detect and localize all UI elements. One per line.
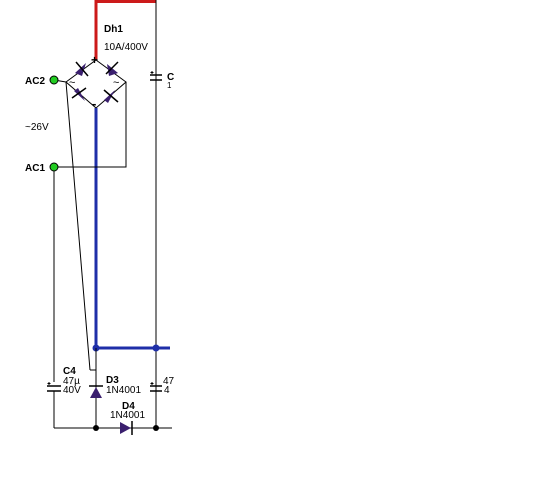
junction-dot bbox=[93, 425, 99, 431]
capacitor-top-right bbox=[150, 71, 162, 81]
diode-d3 bbox=[89, 385, 103, 398]
ac2-diagonal-wire bbox=[65, 81, 91, 371]
c4-name: C4 bbox=[63, 366, 76, 377]
d3-name: D3 bbox=[106, 375, 119, 386]
d3-part: 1N4001 bbox=[106, 385, 141, 396]
positive-rail-wire bbox=[94, 0, 156, 60]
d4-part: 1N4001 bbox=[110, 410, 145, 421]
bridge-ac-left-label: ~ bbox=[69, 77, 75, 89]
c4-value: 47µ bbox=[63, 376, 80, 387]
ac1-label: AC1 bbox=[25, 163, 45, 174]
bridge-diode-top-left bbox=[75, 61, 89, 77]
ac2-label: AC2 bbox=[25, 76, 45, 87]
bridge-plus-label: + bbox=[91, 53, 98, 67]
capacitor-bottom-voltage: 4 bbox=[164, 385, 170, 396]
capacitor-bottom-value: 47 bbox=[163, 376, 175, 387]
bridge-minus-label: - bbox=[92, 96, 96, 111]
bridge-rating: 10A/400V bbox=[104, 42, 148, 53]
c4-voltage: 40V bbox=[63, 385, 81, 396]
bridge-diode-top-right bbox=[105, 61, 119, 76]
diode-d4 bbox=[120, 421, 133, 435]
capacitor-top-value: 1 bbox=[167, 81, 172, 90]
junction-dot bbox=[152, 344, 160, 352]
bridge-ac-right-label: ~ bbox=[113, 77, 119, 89]
ac2-terminal[interactable] bbox=[49, 75, 59, 85]
d4-name: D4 bbox=[122, 401, 135, 412]
capacitor-c4 bbox=[47, 382, 61, 392]
ac1-wire bbox=[54, 82, 127, 168]
junction-dot bbox=[153, 425, 159, 431]
capacitor-top-label: C bbox=[167, 72, 174, 83]
capacitor-bottom-right bbox=[150, 382, 162, 392]
bridge-diode-bottom-left bbox=[71, 87, 87, 101]
negative-rail-wire bbox=[94, 108, 170, 350]
ac-voltage-label: ~26V bbox=[25, 122, 49, 133]
bridge-name: Dh1 bbox=[104, 24, 123, 35]
bridge-diode-bottom-right bbox=[103, 89, 119, 103]
ac1-terminal[interactable] bbox=[49, 162, 59, 172]
